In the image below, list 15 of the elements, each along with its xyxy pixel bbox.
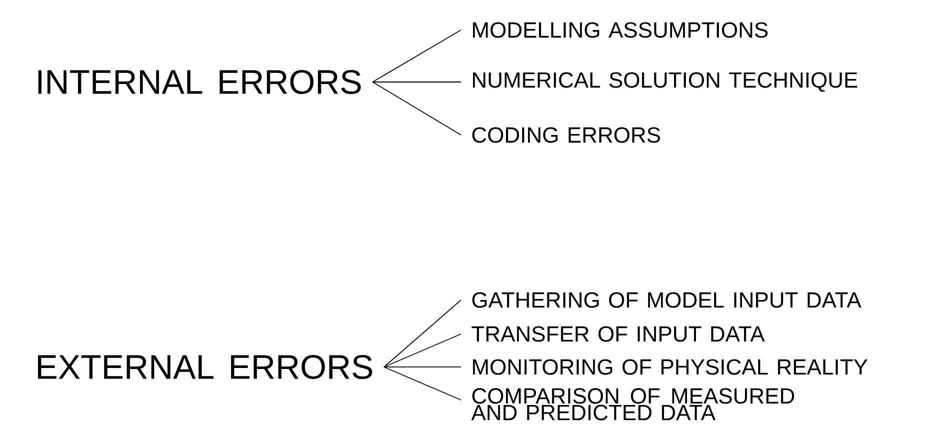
item-label: GATHERING OF MODEL INPUT DATA: [472, 292, 862, 308]
category-label: INTERNAL ERRORS: [38, 70, 361, 94]
item-label: CODING ERRORS: [472, 127, 660, 143]
item-label: MODELLING ASSUMPTIONS: [473, 22, 768, 38]
branch-line: [384, 366, 462, 368]
item-label: MONITORING OF PHYSICAL REALITY: [473, 359, 868, 375]
item-label: COMPARISON OF MEASURED AND PREDICTED DATA: [471, 388, 794, 420]
branch-line: [384, 300, 462, 368]
item-label: TRANSFER OF INPUT DATA: [472, 326, 765, 342]
branch-line: [372, 30, 462, 82]
branch-line: [384, 334, 462, 368]
item-label: NUMERICAL SOLUTION TECHNIQUE: [473, 72, 858, 92]
category-label: EXTERNAL ERRORS: [38, 354, 372, 380]
branch-line: [372, 82, 462, 136]
branch-line: [384, 366, 462, 400]
